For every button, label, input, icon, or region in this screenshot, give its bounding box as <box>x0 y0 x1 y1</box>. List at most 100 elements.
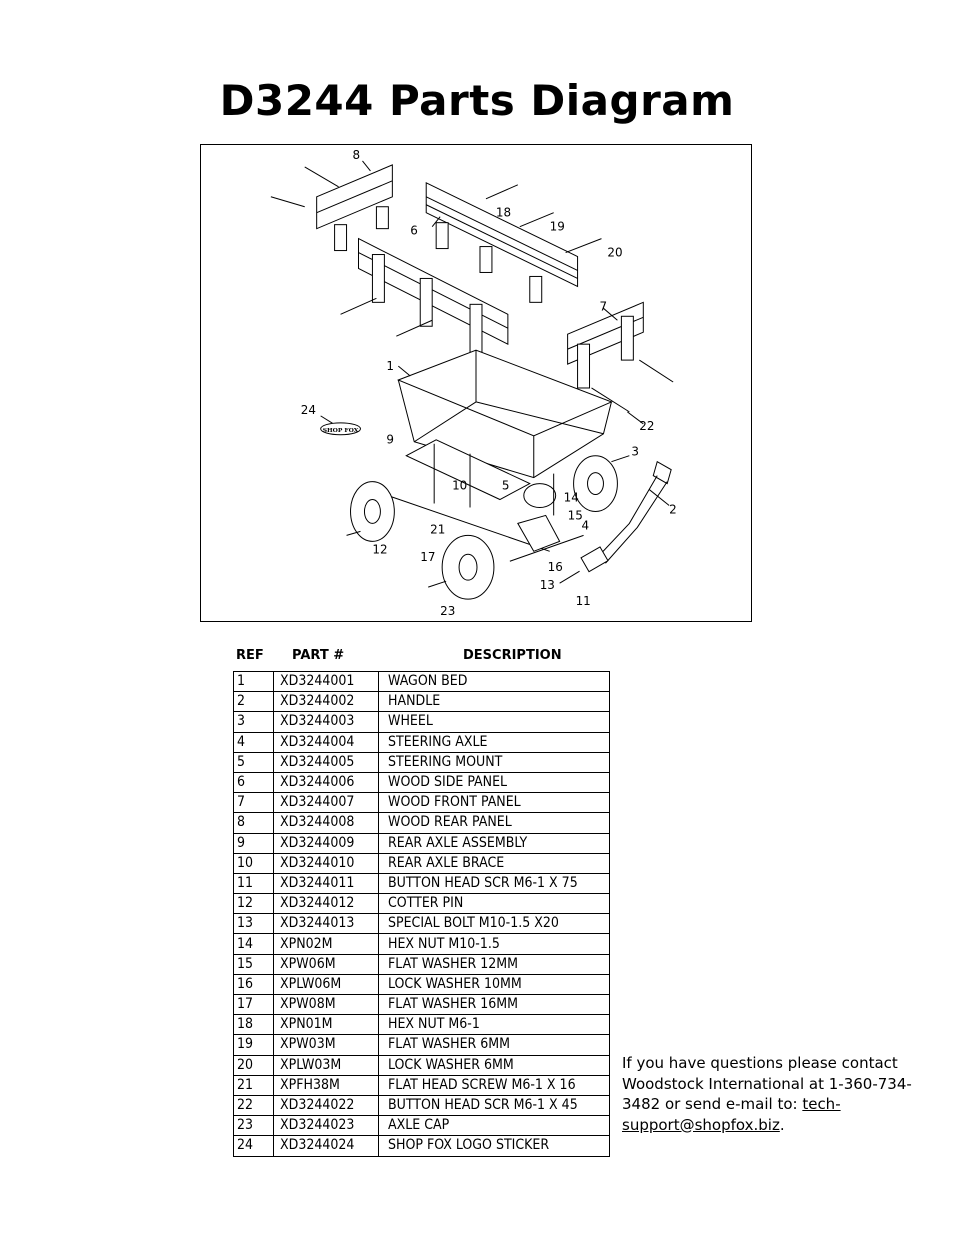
shop-fox-sticker: SHOP FOX <box>320 422 361 436</box>
callout-8: 8 <box>353 148 361 162</box>
cell-part: XD3244011 <box>273 872 379 895</box>
cell-ref: 1 <box>233 670 274 693</box>
cell-part: XD3244024 <box>273 1135 379 1157</box>
cell-part: XPW03M <box>273 1034 379 1056</box>
cell-desc: FLAT WASHER 6MM <box>378 1034 610 1056</box>
cell-ref: 19 <box>233 1034 274 1056</box>
cell-ref: 22 <box>233 1094 274 1117</box>
cell-desc: LOCK WASHER 10MM <box>378 973 610 996</box>
ref-column-header: REF <box>236 648 264 663</box>
cell-desc: STEERING AXLE <box>378 731 610 753</box>
cell-desc: FLAT HEAD SCREW M6-1 X 16 <box>378 1074 610 1096</box>
cell-part: XD3244008 <box>273 812 379 834</box>
cell-part: XPW06M <box>273 953 379 975</box>
callout-6: 6 <box>410 224 418 238</box>
wagon-exploded-view: SHOP FOX 8186192071242293105141542211217… <box>270 148 677 618</box>
cell-ref: 23 <box>233 1115 274 1137</box>
callout-3: 3 <box>631 445 639 459</box>
callout-14: 14 <box>564 491 579 505</box>
cell-part: XD3244022 <box>273 1094 379 1117</box>
cell-ref: 20 <box>233 1054 274 1076</box>
cell-part: XPN01M <box>273 1014 379 1036</box>
cell-part: XD3244023 <box>273 1115 379 1137</box>
cell-ref: 10 <box>233 852 274 874</box>
cell-part: XD3244002 <box>273 691 379 713</box>
callout-7: 7 <box>599 299 607 313</box>
cell-ref: 12 <box>233 893 274 915</box>
callout-16: 16 <box>548 560 563 574</box>
cell-ref: 18 <box>233 1014 274 1036</box>
cell-part: XD3244007 <box>273 792 379 814</box>
cell-desc: SHOP FOX LOGO STICKER <box>378 1135 610 1157</box>
callout-11: 11 <box>576 594 591 608</box>
cell-ref: 11 <box>233 872 274 895</box>
contact-trailing: . <box>779 1115 785 1134</box>
cell-ref: 13 <box>233 913 274 935</box>
callout-9: 9 <box>386 433 394 447</box>
callout-24: 24 <box>301 403 316 417</box>
cell-desc: BUTTON HEAD SCR M6-1 X 75 <box>378 872 610 895</box>
cell-desc: COTTER PIN <box>378 893 610 915</box>
cell-desc: BUTTON HEAD SCR M6-1 X 45 <box>378 1094 610 1117</box>
cell-ref: 14 <box>233 933 274 955</box>
cell-ref: 16 <box>233 973 274 996</box>
contact-info: If you have questions please contact Woo… <box>622 1053 922 1135</box>
cell-desc: FLAT WASHER 16MM <box>378 993 610 1016</box>
callout-15: 15 <box>568 508 583 522</box>
cell-part: XD3244012 <box>273 893 379 915</box>
callout-17: 17 <box>420 550 435 564</box>
cell-part: XD3244010 <box>273 852 379 874</box>
description-column-header: DESCRIPTION <box>463 648 562 663</box>
cell-desc: WOOD SIDE PANEL <box>378 771 610 794</box>
cell-part: XD3244013 <box>273 913 379 935</box>
cell-desc: WOOD FRONT PANEL <box>378 792 610 814</box>
callout-1: 1 <box>386 359 394 373</box>
callout-13: 13 <box>540 578 555 592</box>
cell-ref: 5 <box>233 751 274 773</box>
callout-23: 23 <box>440 604 455 618</box>
callout-2: 2 <box>669 502 677 516</box>
callout-4: 4 <box>582 518 590 532</box>
cell-part: XD3244006 <box>273 771 379 794</box>
callout-5: 5 <box>502 479 510 493</box>
support-email-link[interactable]: tech-support@shopfox.biz <box>622 1095 841 1134</box>
cell-desc: WOOD REAR PANEL <box>378 812 610 834</box>
callout-21: 21 <box>430 522 445 536</box>
cell-part: XPN02M <box>273 933 379 955</box>
cell-ref: 8 <box>233 812 274 834</box>
cell-ref: 24 <box>233 1135 274 1157</box>
cell-desc: HEX NUT M6-1 <box>378 1014 610 1036</box>
cell-ref: 9 <box>233 832 274 854</box>
cell-ref: 4 <box>233 731 274 753</box>
cell-part: XD3244004 <box>273 731 379 753</box>
cell-part: XPFH38M <box>273 1074 379 1096</box>
cell-desc: STEERING MOUNT <box>378 751 610 773</box>
callout-19: 19 <box>550 220 565 234</box>
callout-12: 12 <box>372 542 387 556</box>
callout-22: 22 <box>639 419 654 433</box>
sticker-text: SHOP FOX <box>323 427 359 434</box>
callout-20: 20 <box>607 246 622 260</box>
cell-part: XD3244001 <box>273 670 379 693</box>
cell-desc: SPECIAL BOLT M10-1.5 X20 <box>378 913 610 935</box>
cell-part: XD3244009 <box>273 832 379 854</box>
cell-part: XD3244005 <box>273 751 379 773</box>
cell-ref: 17 <box>233 993 274 1016</box>
